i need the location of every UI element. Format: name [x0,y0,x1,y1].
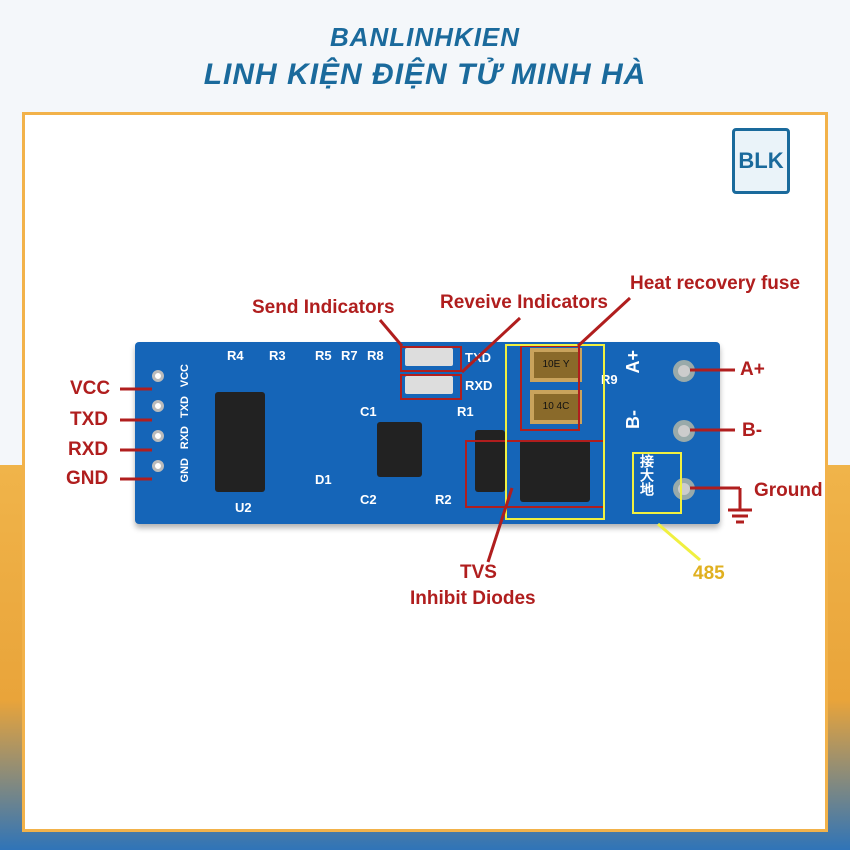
label-heat-recovery-fuse: Heat recovery fuse [630,273,801,294]
ic-u2 [215,392,265,492]
label-a-plus: A+ [740,359,765,380]
silk-r9: R9 [601,372,618,387]
send-indicator-box [400,346,462,372]
label-b-minus: B- [742,420,763,441]
silk-r8: R8 [367,348,384,363]
fuse-1: 10E Y [530,348,582,382]
label-send-indicators: Send Indicators [252,297,395,318]
pin-rxd [152,430,164,442]
ic-transceiver [377,422,422,477]
rs485-module-board: VCC TXD RXD GND R4 R3 U2 R5 R7 R8 C1 D1 … [135,342,720,524]
blk-logo: BLK [732,128,790,194]
silk-r2: R2 [435,492,452,507]
fuse-2: 10 4C [530,390,582,424]
label-txd: TXD [70,409,108,430]
led-txd [405,348,453,366]
silk-r7: R7 [341,348,358,363]
tvs-diode-2 [520,440,590,502]
silk-d1: D1 [315,472,332,487]
silk-u2: U2 [235,500,252,515]
label-inhibit-diodes: Inhibit Diodes [410,588,536,609]
protection-highlight [505,344,605,520]
label-485: 485 [693,563,725,584]
silk-c1: C1 [360,404,377,419]
receive-indicator-box [400,374,462,400]
led-rxd [405,376,453,394]
label-ground: Ground [754,480,823,501]
pin-gnd [152,460,164,472]
label-rxd: RXD [68,439,109,460]
label-gnd: GND [66,468,109,489]
silk-r5: R5 [315,348,332,363]
fuse-box [520,345,580,431]
label-receive-indicators: Reveive Indicators [440,292,608,313]
pin-vcc [152,370,164,382]
silk-led-rxd: RXD [465,378,493,393]
ground-highlight [632,452,682,514]
silk-ground-cn: 接大地 [639,454,655,496]
label-vcc: VCC [70,378,111,399]
label-tvs: TVS [460,562,497,583]
silk-r4: R4 [227,348,244,363]
silk-r1: R1 [457,404,474,419]
silk-r3: R3 [269,348,286,363]
silk-c2: C2 [360,492,377,507]
brand-subtitle: LINH KIỆN ĐIỆN TỬ MINH HÀ [203,58,647,91]
brand-title: BANLINHKIEN [329,22,521,52]
pin-txd [152,400,164,412]
